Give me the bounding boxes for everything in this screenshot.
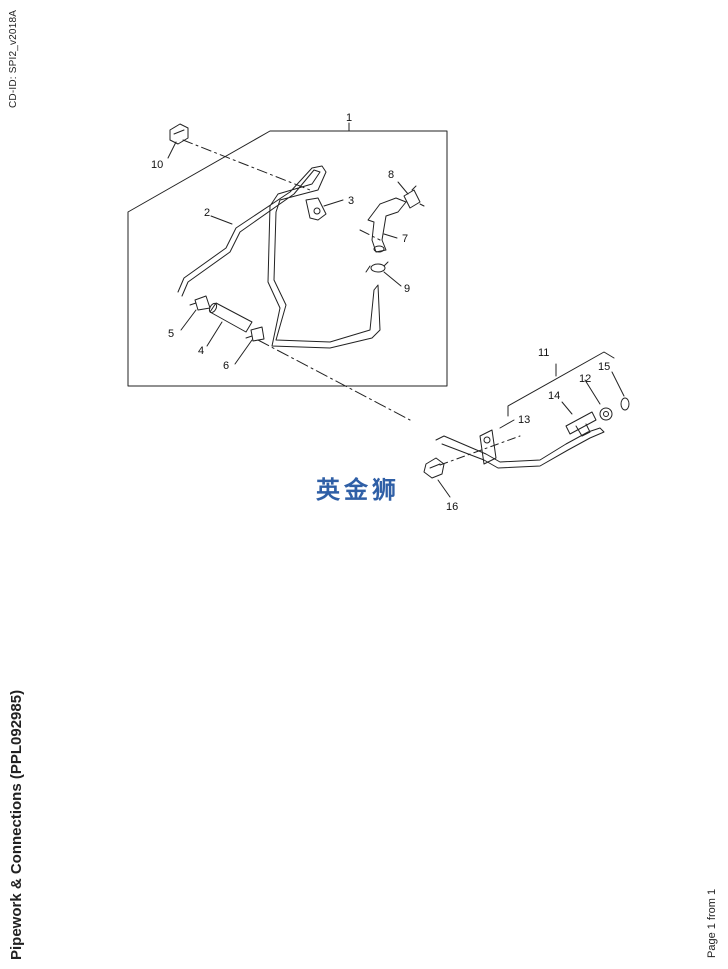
clip-9 (370, 263, 386, 273)
callout-12: 12 (579, 373, 591, 385)
callout-13: 13 (518, 414, 530, 426)
callout-3: 3 (348, 195, 354, 207)
hose-7 (367, 197, 407, 253)
callout-9: 9 (404, 283, 410, 295)
washer-15 (620, 397, 630, 411)
callout-14: 14 (548, 390, 560, 402)
clip-5 (194, 295, 211, 311)
callout-1: 1 (346, 112, 352, 124)
hose-4 (209, 302, 253, 333)
callout-6: 6 (223, 360, 229, 372)
callout-15: 15 (598, 361, 610, 373)
callout-5: 5 (168, 328, 174, 340)
pipe-2 (177, 165, 381, 349)
bolt-14 (565, 411, 597, 435)
clip-8 (403, 189, 421, 209)
bracket-13 (479, 429, 497, 465)
callout-7: 7 (402, 233, 408, 245)
bracket-3 (305, 197, 327, 221)
bolt-10 (169, 123, 189, 145)
callout-11: 11 (538, 347, 549, 359)
callout-16: 16 (446, 501, 458, 513)
callout-2: 2 (204, 207, 210, 219)
assembly-frame (127, 130, 448, 387)
callout-10: 10 (151, 159, 163, 171)
bolt-16 (423, 457, 445, 479)
callout-4: 4 (198, 345, 204, 357)
alignment-line-bolt (439, 435, 521, 466)
clip-6 (250, 326, 265, 342)
pipe-11 (435, 427, 605, 469)
alignment-line (182, 139, 381, 241)
callout-8: 8 (388, 169, 394, 181)
alignment-line-lower (257, 339, 411, 421)
watermark: 英金狮 (316, 476, 400, 504)
callout-labels: 1 2 3 4 5 6 7 8 9 10 11 12 13 14 15 16 (151, 112, 610, 513)
fitting-12 (599, 407, 613, 421)
